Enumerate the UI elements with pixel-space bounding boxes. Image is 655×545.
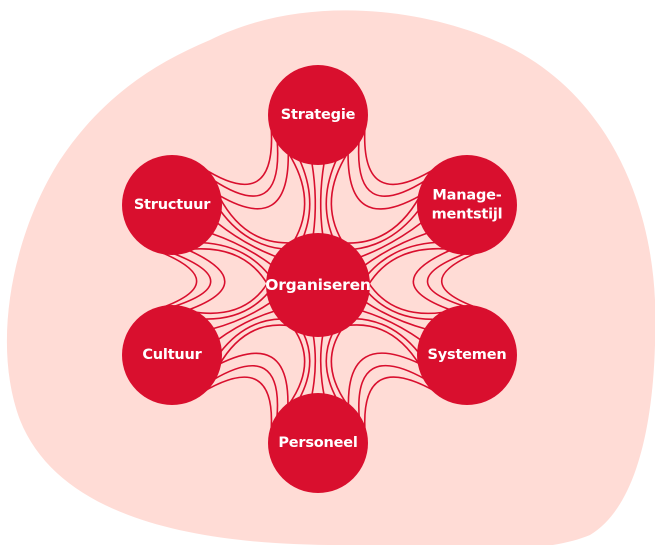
node-strategie: Strategie: [268, 65, 368, 165]
connector-managementstijl-1: [366, 241, 437, 276]
connector-strategie-3: [311, 162, 317, 236]
connector-personeel-4: [325, 332, 338, 400]
connector-structuur-neighbour-1: [212, 140, 279, 197]
node-managementstijl-label: mentstijl: [432, 207, 503, 223]
connector-cultuur-2: [212, 301, 272, 330]
connector-personeel-5: [330, 328, 349, 406]
connector-systemen-neighbour-0: [363, 376, 437, 435]
connector-structuur-2: [216, 221, 277, 258]
node-structuur-label: Structuur: [134, 197, 211, 213]
connector-personeel-neighbour-1: [212, 364, 279, 419]
connector-systemen-4: [366, 291, 435, 321]
connector-cultuur-neighbour-0: [155, 249, 198, 311]
node-cultuur: Cultuur: [122, 305, 222, 405]
node-managementstijl-label: Manage-: [432, 188, 501, 204]
connector-personeel-neighbour-2: [218, 352, 289, 406]
node-systemen: Systemen: [417, 305, 517, 405]
node-center-circle: [266, 233, 370, 337]
connector-structuur-0: [218, 196, 292, 244]
connector-managementstijl-4: [353, 208, 420, 251]
connector-systemen-3: [364, 301, 427, 330]
connector-structuur-5: [190, 248, 269, 286]
node-managementstijl: Manage-mentstijl: [417, 155, 517, 255]
connector-managementstijl-3: [359, 221, 423, 258]
connector-personeel-0: [287, 328, 306, 406]
connector-cultuur-3: [217, 310, 276, 341]
node-strategie-circle: [268, 65, 368, 165]
node-systemen-circle: [417, 305, 517, 405]
connector-cultuur-neighbour-2: [188, 249, 226, 311]
connector-personeel-3: [319, 334, 325, 396]
connector-structuur-3: [210, 232, 273, 266]
connector-structuur-1: [219, 209, 284, 250]
connector-systemen-2: [360, 309, 422, 341]
node-cultuur-circle: [122, 305, 222, 405]
connector-strategie-4: [298, 158, 311, 238]
connector-cultuur-4: [219, 318, 282, 354]
connector-managementstijl-0: [367, 247, 449, 286]
connector-systemen-0: [347, 324, 421, 367]
connector-systemen-5: [367, 281, 446, 315]
node-center-label: Organiseren: [265, 276, 370, 294]
connector-systemen-neighbour-1: [358, 364, 427, 419]
node-systemen-label: Systemen: [428, 347, 507, 363]
node-cultuur-label: Cultuur: [142, 347, 202, 363]
connector-managementstijl-neighbour-0: [440, 249, 484, 311]
connector-managementstijl-neighbour-2: [412, 249, 451, 311]
connector-managementstijl-5: [345, 196, 421, 244]
connector-strategie-neighbour-2: [347, 152, 421, 210]
node-center: Organiseren: [265, 233, 371, 337]
node-strategie-label: Strategie: [281, 107, 356, 123]
connector-cultuur-5: [218, 324, 290, 367]
connector-systemen-1: [354, 317, 420, 354]
node-managementstijl-circle: [417, 155, 517, 255]
node-personeel-circle: [268, 393, 368, 493]
connector-strategie-neighbour-1: [357, 139, 427, 197]
connector-lines: [155, 124, 484, 435]
connector-personeel-neighbour-0: [201, 376, 273, 434]
connector-structuur-4: [201, 241, 270, 276]
connector-cultuur-1: [203, 291, 270, 320]
nodes-layer: StrategieManage-mentstijlSystemenPersone…: [122, 65, 517, 493]
connector-strategie-neighbour-0: [363, 124, 438, 186]
node-personeel-label: Personeel: [278, 435, 357, 451]
node-structuur: Structuur: [122, 155, 222, 255]
connector-strategie-2: [319, 162, 325, 236]
connector-structuur-neighbour-2: [218, 152, 290, 210]
node-personeel: Personeel: [268, 393, 368, 493]
connector-cultuur-neighbour-1: [171, 252, 212, 308]
connector-strategie-1: [325, 158, 338, 238]
node-structuur-circle: [122, 155, 222, 255]
connector-structuur-neighbour-0: [201, 124, 273, 185]
connector-cultuur-0: [192, 281, 269, 315]
connector-strategie-0: [330, 152, 349, 242]
connector-managementstijl-neighbour-1: [426, 252, 468, 308]
connector-personeel-1: [298, 332, 311, 400]
connector-systemen-neighbour-2: [347, 352, 421, 406]
connector-personeel-2: [311, 334, 317, 396]
connector-managementstijl-2: [363, 232, 429, 267]
connector-strategie-5: [287, 152, 306, 242]
